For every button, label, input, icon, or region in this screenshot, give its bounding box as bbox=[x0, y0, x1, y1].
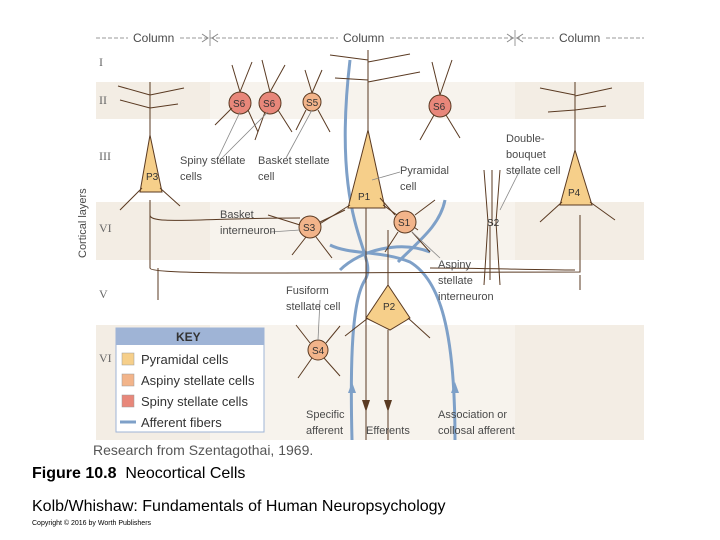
cell-label-s6-left: S6 bbox=[233, 99, 246, 110]
annotation-basket-interneuron: Basket bbox=[220, 209, 254, 221]
layer-label: I bbox=[99, 55, 103, 69]
figure-title: Neocortical Cells bbox=[125, 465, 246, 482]
layer-label: II bbox=[99, 93, 107, 107]
layer-labels: I II III VI V VI bbox=[99, 55, 112, 365]
annotation-association-2: collosal afferent bbox=[438, 425, 515, 437]
efferent-arrows bbox=[348, 382, 459, 412]
annotation-aspiny-3: interneuron bbox=[438, 291, 494, 303]
double-bouquet-cell-s2 bbox=[483, 169, 501, 286]
annotation-efferents: Efferents bbox=[366, 425, 410, 437]
key-item-pyramidal: Pyramidal cells bbox=[141, 352, 229, 367]
annotation-fusiform: Fusiform bbox=[286, 285, 329, 297]
annotation-spiny-stellate: Spiny stellate bbox=[180, 155, 245, 167]
cell-label-s6-right: S6 bbox=[433, 102, 446, 113]
annotation-spiny-stellate-2: cells bbox=[180, 171, 203, 183]
key-legend: KEY Pyramidal cells Aspiny stellate cell… bbox=[115, 327, 265, 433]
cell-label-p2: P2 bbox=[383, 302, 396, 313]
figure-number: Figure 10.8 bbox=[32, 465, 117, 482]
annotation-specific-2: afferent bbox=[306, 425, 343, 437]
annotation-double-bouquet-2: bouquet bbox=[506, 149, 546, 161]
annotation-basket-stellate: Basket stellate bbox=[258, 155, 330, 167]
pyramidal-cell-p2 bbox=[365, 284, 411, 331]
key-swatch-spiny bbox=[121, 394, 135, 408]
cell-label-s4: S4 bbox=[312, 346, 325, 357]
annotation-pyramidal-2: cell bbox=[400, 181, 417, 193]
key-title: KEY bbox=[176, 330, 201, 344]
layer-label: III bbox=[99, 149, 111, 163]
cell-label-s1: S1 bbox=[398, 218, 411, 229]
cell-label-p3: P3 bbox=[146, 172, 159, 183]
layer-label: VI bbox=[99, 221, 112, 235]
copyright-note: Copyright © 2016 by Worth Publishers bbox=[32, 520, 152, 527]
annotations: Spiny stellate cells Basket stellate cel… bbox=[180, 133, 560, 437]
column-label-left: Column bbox=[133, 31, 174, 45]
annotation-aspiny-2: stellate bbox=[438, 275, 473, 287]
cell-label-p4: P4 bbox=[568, 188, 581, 199]
cell-label-s5: S5 bbox=[306, 98, 319, 109]
research-note: Research from Szentagothai, 1969. bbox=[93, 442, 314, 458]
column-header: Column Column Column bbox=[96, 30, 644, 46]
pyramidal-cell-p4 bbox=[559, 148, 593, 206]
column-label-right: Column bbox=[559, 31, 600, 45]
key-swatch-aspiny bbox=[121, 373, 135, 387]
cortical-layers-label: Cortical layers bbox=[77, 188, 89, 258]
layer-label: V bbox=[99, 287, 108, 301]
axon-lines bbox=[149, 200, 581, 300]
layer-label: VI bbox=[99, 351, 112, 365]
aspiny-stellate-cell-s3 bbox=[298, 215, 322, 239]
annotation-aspiny: Aspiny bbox=[438, 259, 472, 271]
cell-label-s2: S2 bbox=[487, 218, 500, 229]
key-item-spiny: Spiny stellate cells bbox=[141, 394, 248, 409]
afferent-fibers bbox=[329, 59, 457, 441]
leader-lines bbox=[217, 109, 521, 341]
key-swatch-pyramidal bbox=[121, 352, 135, 366]
annotation-specific: Specific bbox=[306, 409, 345, 421]
annotation-association: Association or bbox=[438, 409, 507, 421]
annotation-double-bouquet: Double- bbox=[506, 133, 545, 145]
column-label-center: Column bbox=[343, 31, 384, 45]
pyramidal-cells bbox=[117, 50, 616, 440]
key-item-afferent: Afferent fibers bbox=[141, 415, 222, 430]
annotation-double-bouquet-3: stellate cell bbox=[506, 165, 560, 177]
cell-label-p1: P1 bbox=[358, 192, 371, 203]
cell-label-s3: S3 bbox=[303, 223, 316, 234]
cell-id-labels: S6 S6 S5 S6 P3 P1 S3 S1 S2 P4 P2 S4 bbox=[146, 98, 581, 357]
cell-label-s6-mid: S6 bbox=[263, 99, 276, 110]
aspiny-stellate-cells bbox=[267, 69, 436, 379]
pyramidal-cell-p3 bbox=[139, 134, 163, 193]
annotation-basket-interneuron-2: interneuron bbox=[220, 225, 276, 237]
figure-caption: Figure 10.8 Neocortical Cells bbox=[32, 465, 245, 483]
book-title: Kolb/Whishaw: Fundamentals of Human Neur… bbox=[32, 498, 446, 515]
spiny-stellate-cells bbox=[214, 59, 461, 141]
annotation-pyramidal: Pyramidal bbox=[400, 165, 449, 177]
annotation-fusiform-2: stellate cell bbox=[286, 301, 340, 313]
annotation-basket-stellate-2: cell bbox=[258, 171, 275, 183]
aspiny-stellate-cell-s1 bbox=[393, 210, 417, 234]
key-item-aspiny: Aspiny stellate cells bbox=[141, 373, 255, 388]
